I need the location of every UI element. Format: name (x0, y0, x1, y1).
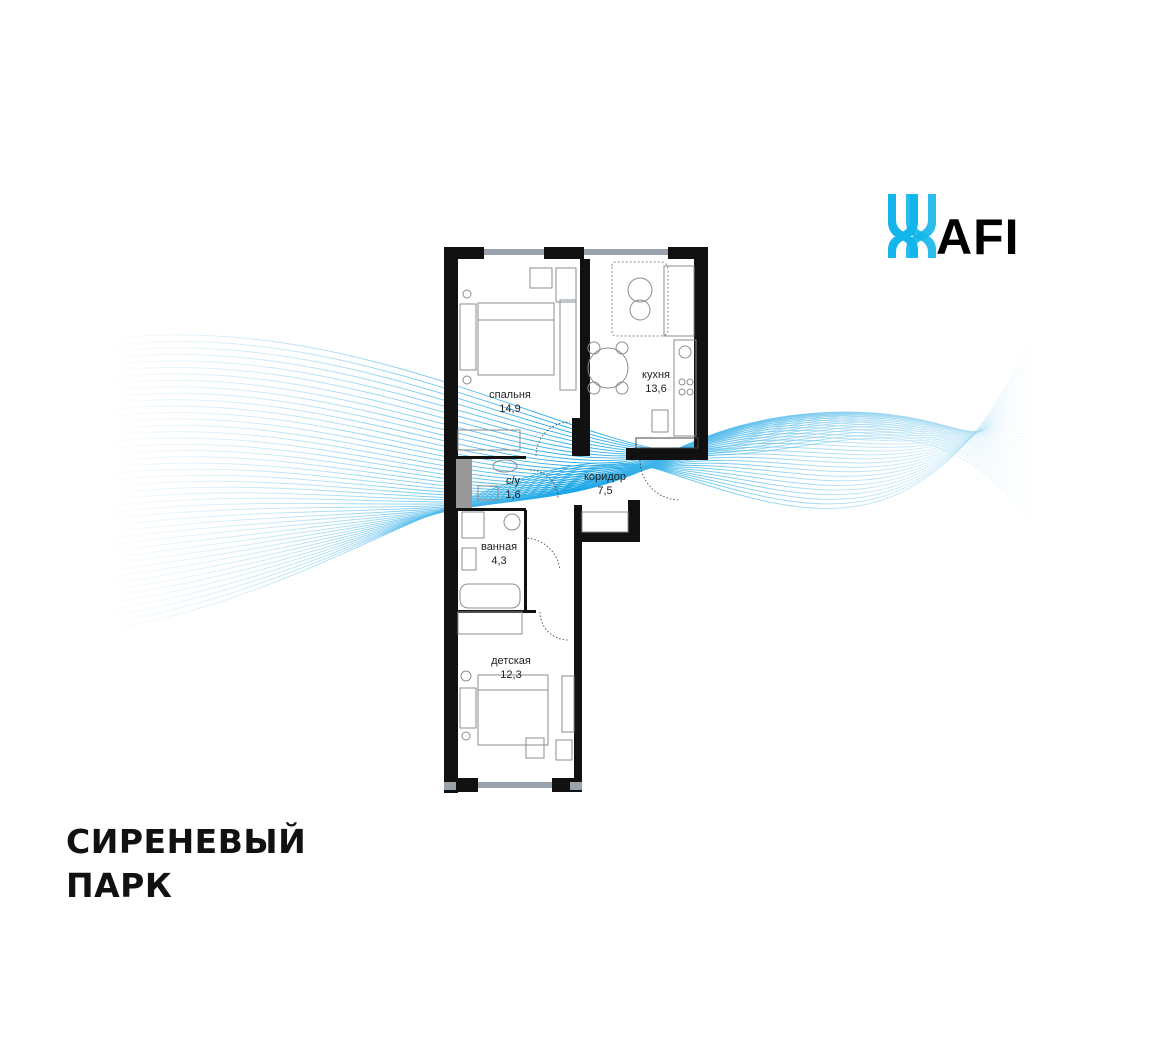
room-kids-name: детская (491, 655, 531, 667)
room-wc: с/у 1,6 (494, 474, 532, 502)
room-kitchen: кухня 13,6 (628, 368, 684, 396)
floor-plan-furniture (457, 261, 697, 761)
room-corridor-name: коридор (584, 471, 626, 483)
project-name-line1: СИРЕНЕВЫЙ (66, 822, 307, 861)
room-bathroom-name: ванная (480, 541, 518, 553)
room-kitchen-name: кухня (642, 369, 670, 381)
room-wc-area: 1,6 (505, 489, 521, 501)
room-kids: детская 12,3 (482, 654, 540, 682)
project-name: СИРЕНЕВЫЙ ПАРК (66, 820, 306, 908)
wave-line (99, 411, 1041, 481)
floor-plan-outer-walls (444, 247, 708, 793)
wave-line (99, 319, 1041, 631)
logo-mark-icon (888, 194, 936, 258)
project-name-line2: ПАРК (66, 866, 173, 905)
floor-plan-door-arcs (523, 421, 681, 641)
room-corridor: коридор 7,5 (574, 470, 636, 498)
logo-text: AFI (936, 209, 1020, 265)
room-corridor-area: 7,5 (597, 485, 613, 497)
room-kids-area: 12,3 (500, 669, 522, 681)
room-wc-name: с/у (505, 475, 521, 487)
room-bedroom-name: спальня (489, 389, 531, 401)
room-bathroom-area: 4,3 (491, 555, 507, 567)
room-bedroom: спальня 14,9 (480, 388, 540, 416)
room-bathroom: ванная 4,3 (476, 540, 522, 568)
room-bedroom-area: 14,9 (499, 403, 521, 415)
floor-plan-windows (444, 249, 699, 790)
room-kitchen-area: 13,6 (645, 383, 667, 395)
